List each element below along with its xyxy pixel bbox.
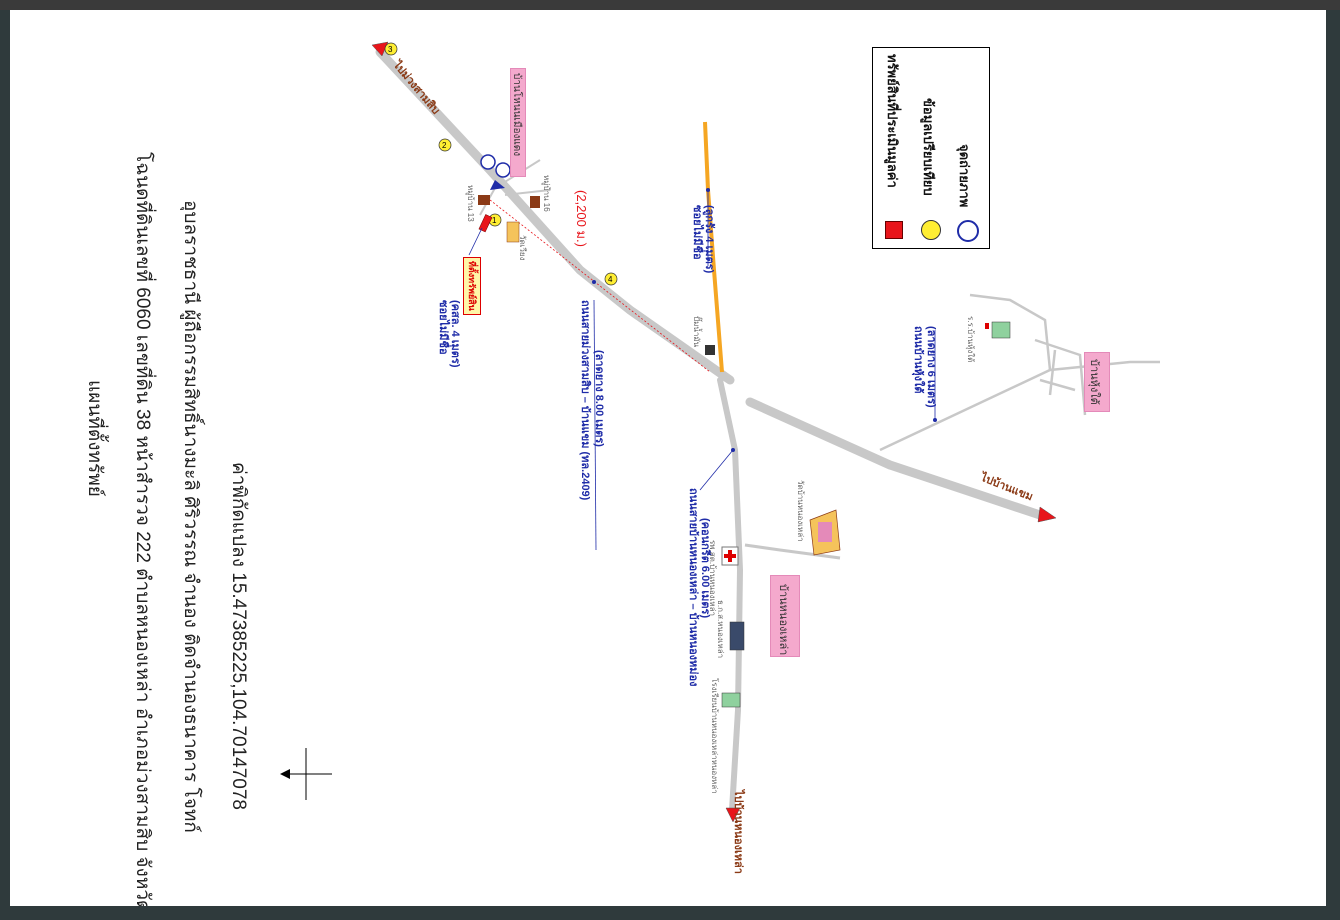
arrow-to-bankhaem-icon — [1037, 506, 1057, 523]
svg-text:1: 1 — [492, 216, 497, 225]
to-muang-label: ไปม่วงสามสิบ — [389, 56, 443, 116]
road-huai-label: ถนนบ้านหุ้งใต้ — [911, 326, 926, 394]
marker-4: 4 — [604, 272, 618, 286]
moo16-label: หมู่บ้าน 16 — [541, 175, 551, 212]
road-nongrao-width: (คอนกรีต 6.00 เมตร) — [699, 518, 712, 618]
main-road — [375, 47, 735, 385]
marker-2: 2 — [438, 138, 452, 152]
soi-left-width: (คสล. 4 เมตร) — [449, 300, 461, 368]
legend-item-property: ทรัพย์สินที่ประเมินมูลค่า — [885, 54, 900, 188]
north-arrow-icon — [280, 748, 332, 800]
school-icon — [985, 321, 1011, 339]
camera-point-icon — [957, 220, 979, 242]
health-label: รพ.สต.บ้านหนองเหล่า — [708, 540, 717, 616]
temple-label: วัดบ้านหนองเหล่า — [796, 480, 805, 542]
legend-item-photo: จุดถ่ายภาพ — [957, 144, 972, 208]
distance-line — [489, 199, 711, 373]
map-legend: ทรัพย์สินที่ประเมินมูลค่า ข้อมูลเปรียบเท… — [872, 47, 990, 249]
map-canvas: ไปม่วงสามสิบ ไปบ้านแขม ไปบ้านหนองเหล่า 1… — [280, 41, 1160, 874]
road-to-nongrao — [717, 377, 744, 813]
temple-icon — [809, 509, 841, 556]
bank-icon — [729, 621, 745, 651]
road-huai-width: (ลาดยาง 6 เมตร) — [925, 326, 937, 408]
svg-text:3: 3 — [388, 45, 393, 54]
property-tag: ที่ตั้งทรัพย์สิน — [463, 257, 481, 315]
soi-left-label: ซอยไม่มีชื่อ — [437, 300, 452, 355]
distance-label: (2,200 ม.) — [574, 190, 589, 247]
yellow-circle-icon — [921, 220, 941, 240]
main-road-width: (ลาดยาง 8.00 เมตร) — [593, 350, 605, 447]
gas-label: ปั๊มน้ำมัน — [692, 316, 703, 348]
road-nongrao-label: ถนนสายบ้านหนองเหล่า – บ้านหนองหม่อง — [687, 488, 700, 687]
school-label: ร.ร.บ้านหุ้งใต้ — [966, 316, 975, 362]
school2-icon — [721, 692, 741, 708]
place-ban-nongrao: บ้านหนองเหล่า — [770, 575, 800, 657]
house-icon — [478, 195, 540, 243]
soi-orange-width: (ลูกรัง 4 เมตร) — [702, 205, 716, 274]
gas-station-icon — [705, 345, 715, 355]
property-parcel-icon — [478, 214, 493, 233]
svg-text:4: 4 — [608, 275, 613, 284]
legend-item-comparison: ข้อมูลเปรียบเทียบ — [921, 98, 936, 196]
marker-3: 3 — [384, 42, 398, 56]
arrow-to-nongrao-icon — [725, 807, 741, 823]
orange-soi — [703, 121, 724, 373]
wat-label: วัดเวียง — [518, 235, 527, 261]
red-square-icon — [885, 221, 903, 239]
bank-label: ธ.ก.ส.หนองเหล่า — [716, 600, 725, 658]
moo13-label: หมู่บ้าน 13 — [465, 185, 475, 222]
main-road-east — [745, 397, 1045, 520]
map-page: แผนที่ตั้งทรัพย์ โฉนดที่ดินเลขที่ 6060 เ… — [10, 10, 1326, 906]
to-nongrao-label: ไปบ้านหนองเหล่า — [732, 788, 746, 874]
window-top-bar — [0, 0, 1340, 10]
soi-orange-label: ซอยไม่มีชื่อ — [691, 205, 706, 260]
place-ban-huai: บ้านหุ้งใต้ — [1084, 352, 1110, 412]
svg-text:2: 2 — [442, 141, 447, 150]
main-road-label: ถนนสายม่วงสามสิบ – บ้านแขม (ทล.2409) — [579, 300, 592, 501]
place-ban-nonmueang: บ้านโหนนเมืองแดง — [510, 68, 526, 177]
school2-label: โรงเรียนบ้านหนองเหล่าหนองหล่า — [710, 678, 720, 794]
hospital-icon — [721, 546, 739, 566]
